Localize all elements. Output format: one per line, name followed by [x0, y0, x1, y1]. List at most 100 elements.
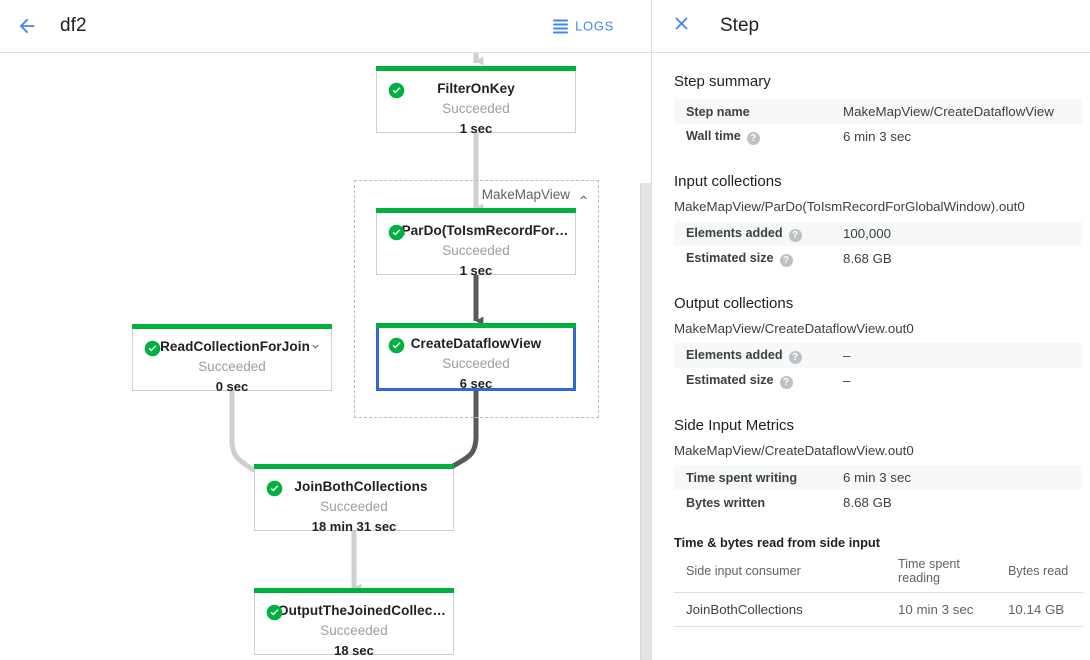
- row-label: Estimated size: [686, 372, 774, 387]
- help-icon[interactable]: ?: [746, 131, 760, 145]
- node-status: Succeeded: [442, 101, 510, 116]
- node-status-accent: [376, 66, 576, 71]
- close-button[interactable]: [663, 8, 699, 44]
- node-status: Succeeded: [198, 359, 266, 374]
- node-status-accent: [254, 588, 454, 593]
- step-panel-header: Step: [652, 0, 1090, 53]
- step-panel-title: Step: [720, 15, 760, 36]
- row-value: MakeMapView/CreateDataflowView: [843, 104, 1054, 119]
- node-status-accent: [376, 323, 576, 328]
- table-row: Wall time? 6 min 3 sec: [674, 124, 1082, 149]
- cell-bytes-read: 10.14 GB: [996, 592, 1084, 627]
- success-check-icon: [388, 82, 405, 99]
- row-value: 6 min 3 sec: [843, 129, 911, 144]
- node-duration: 1 sec: [459, 263, 493, 278]
- graph-node-create-dataflow-view[interactable]: CreateDataflowView Succeeded 6 sec: [376, 323, 576, 391]
- graph-node-read-collection-for-join[interactable]: ReadCollectionForJoin Succeeded 0 sec: [132, 324, 332, 394]
- column-header-consumer: Side input consumer: [674, 552, 886, 593]
- node-duration: 1 sec: [459, 121, 493, 136]
- row-label: Elements added: [686, 225, 783, 240]
- success-check-icon: [266, 604, 283, 621]
- success-check-icon: [144, 340, 161, 357]
- node-status: Succeeded: [442, 356, 510, 371]
- logs-button-label: LOGS: [575, 18, 614, 34]
- node-duration: 0 sec: [215, 379, 249, 394]
- logs-button[interactable]: LOGS: [553, 19, 614, 34]
- graph-node-output-the-joined-collection[interactable]: OutputTheJoinedCollec… Succeeded 18 sec: [254, 588, 454, 658]
- graph-node-filter-on-key[interactable]: FilterOnKey Succeeded 1 sec: [376, 66, 576, 136]
- output-collections-table: Elements added? – Estimated size? –: [674, 343, 1082, 393]
- arrow-left-icon: [16, 15, 38, 37]
- step-panel-body: Step summary Step name MakeMapView/Creat…: [652, 53, 1090, 660]
- node-duration: 18 sec: [334, 643, 374, 658]
- help-icon[interactable]: ?: [779, 253, 793, 267]
- side-input-collection-name: MakeMapView/CreateDataflowView.out0: [674, 443, 914, 458]
- row-value: 6 min 3 sec: [843, 470, 911, 485]
- logs-list-icon: [553, 19, 569, 33]
- table-row: Step name MakeMapView/CreateDataflowView: [674, 99, 1082, 124]
- node-title: ParDo(ToIsmRecordFor…: [401, 223, 569, 238]
- step-details-panel: Step Step summary Step name MakeMapView/…: [652, 0, 1090, 660]
- node-title: CreateDataflowView: [410, 336, 542, 351]
- chevron-down-icon[interactable]: [309, 340, 322, 353]
- graph-node-join-both-collections[interactable]: JoinBothCollections Succeeded 18 min 31 …: [254, 464, 454, 534]
- row-label: Wall time: [686, 128, 741, 143]
- step-summary-heading: Step summary: [674, 73, 771, 90]
- side-input-read-table: Side input consumer Time spent reading B…: [674, 552, 1084, 627]
- row-value: 8.68 GB: [843, 495, 892, 510]
- success-check-icon: [388, 337, 405, 354]
- help-icon[interactable]: ?: [788, 350, 802, 364]
- input-collections-heading: Input collections: [674, 173, 782, 190]
- help-icon[interactable]: ?: [788, 228, 802, 242]
- row-value: –: [843, 348, 851, 363]
- column-header-time-read: Time spent reading: [886, 552, 996, 593]
- success-check-icon: [266, 480, 283, 497]
- row-label: Estimated size: [686, 250, 774, 265]
- cell-consumer: JoinBothCollections: [674, 592, 886, 627]
- node-status-accent: [376, 208, 576, 213]
- side-input-read-table-title: Time & bytes read from side input: [674, 535, 880, 550]
- cell-time-read: 10 min 3 sec: [886, 592, 996, 627]
- table-row: Elements added? –: [674, 343, 1082, 368]
- row-label: Step name: [686, 104, 750, 119]
- row-value: 8.68 GB: [843, 251, 892, 266]
- node-status: Succeeded: [320, 623, 388, 638]
- input-collections-table: Elements added? 100,000 Estimated size? …: [674, 221, 1082, 271]
- node-status: Succeeded: [442, 243, 510, 258]
- composite-label: MakeMapView: [481, 187, 570, 202]
- table-row: Estimated size? 8.68 GB: [674, 246, 1082, 271]
- output-collections-heading: Output collections: [674, 295, 794, 312]
- node-duration: 18 min 31 sec: [311, 519, 397, 534]
- input-collection-name: MakeMapView/ParDo(ToIsmRecordForGlobalWi…: [674, 199, 1025, 214]
- node-title: FilterOnKey: [437, 81, 515, 96]
- row-label: Elements added: [686, 347, 783, 362]
- back-button[interactable]: [7, 6, 47, 46]
- step-summary-table: Step name MakeMapView/CreateDataflowView…: [674, 99, 1082, 149]
- table-row: Time spent writing 6 min 3 sec: [674, 465, 1082, 490]
- output-collection-name: MakeMapView/CreateDataflowView.out0: [674, 321, 914, 336]
- graph-vertical-scrollbar[interactable]: [640, 183, 651, 660]
- node-title: JoinBothCollections: [294, 479, 428, 494]
- job-graph-pane: df2 LOGS: [0, 0, 652, 660]
- row-value: –: [843, 373, 851, 388]
- job-graph-canvas[interactable]: MakeMapView FilterOnKey Succeeded: [0, 53, 651, 660]
- node-duration: 6 sec: [459, 376, 493, 391]
- page-title: df2: [60, 15, 87, 36]
- row-label: Bytes written: [686, 495, 766, 510]
- table-row: Bytes written 8.68 GB: [674, 490, 1082, 515]
- node-title: OutputTheJoinedCollec…: [278, 603, 446, 618]
- table-row: Elements added? 100,000: [674, 221, 1082, 246]
- graph-node-pardo-toismrecord[interactable]: ParDo(ToIsmRecordFor… Succeeded 1 sec: [376, 208, 576, 278]
- row-value: 100,000: [843, 226, 892, 241]
- composite-transform-makemapview[interactable]: MakeMapView: [354, 180, 599, 418]
- column-header-bytes-read: Bytes read: [996, 552, 1084, 593]
- side-input-metrics-heading: Side Input Metrics: [674, 417, 795, 434]
- table-row: JoinBothCollections 10 min 3 sec 10.14 G…: [674, 592, 1084, 627]
- page-topbar: df2 LOGS: [0, 0, 651, 53]
- table-row: Estimated size? –: [674, 368, 1082, 393]
- help-icon[interactable]: ?: [779, 375, 793, 389]
- node-status-accent: [254, 464, 454, 469]
- chevron-up-icon[interactable]: [577, 191, 590, 204]
- success-check-icon: [388, 224, 405, 241]
